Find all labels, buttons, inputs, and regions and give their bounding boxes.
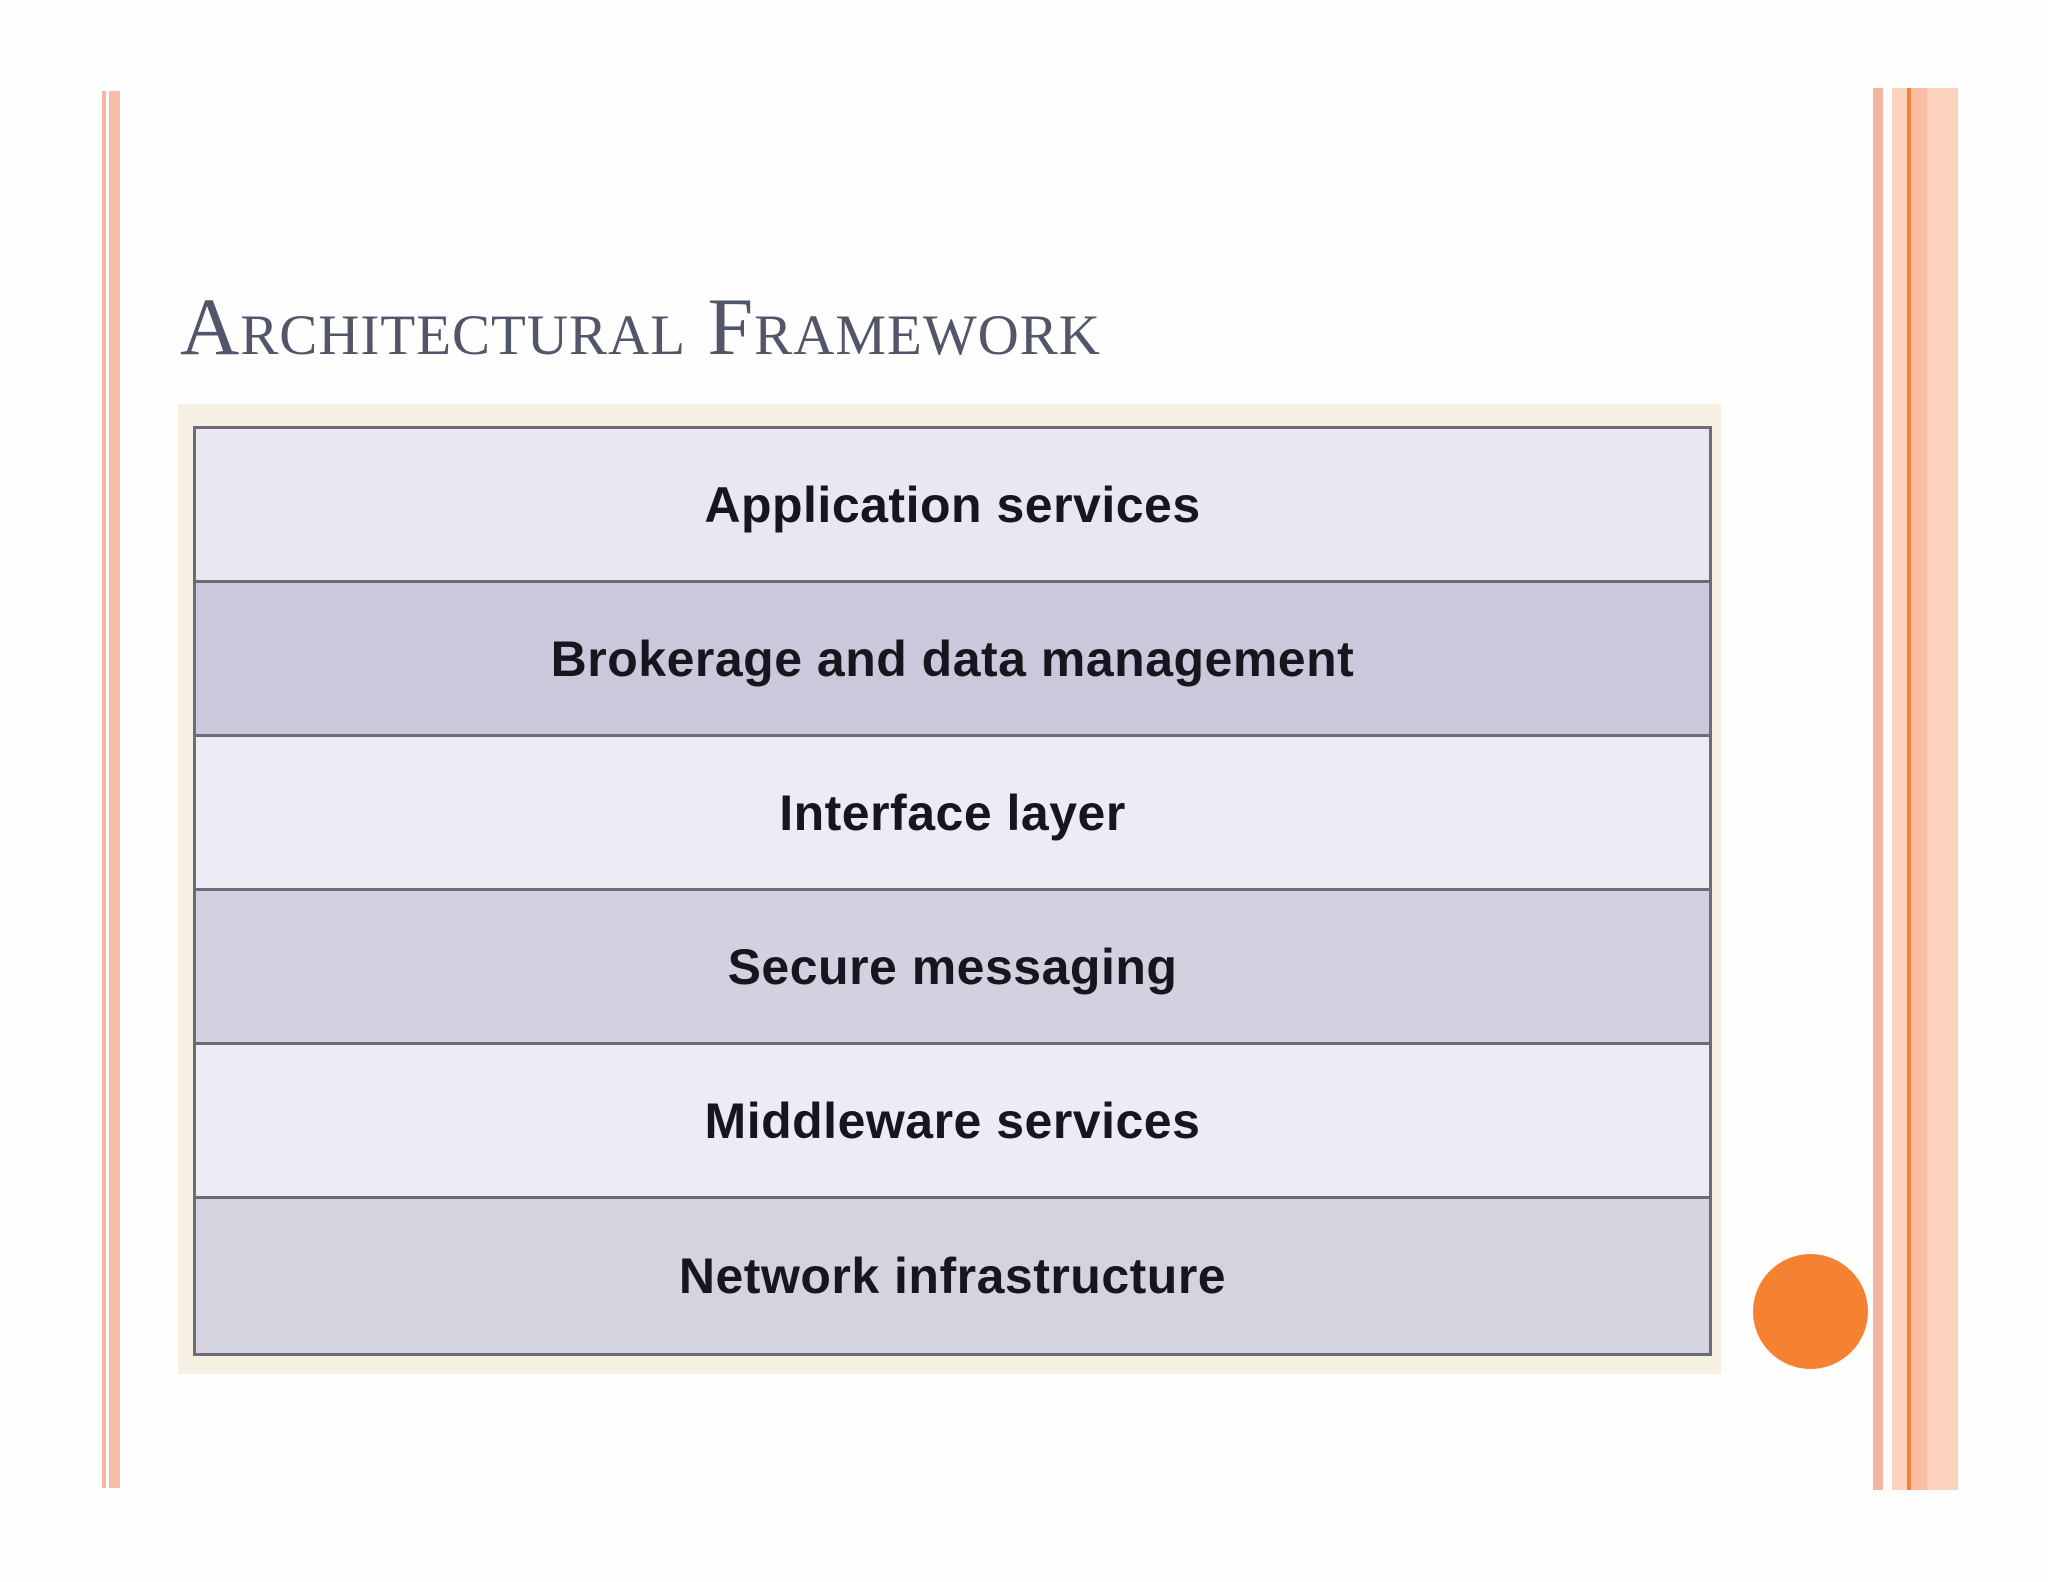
orange-circle-decoration <box>1753 1254 1868 1369</box>
right-accent-stripe-thin <box>1873 88 1883 1490</box>
right-accent-band-orange <box>1907 88 1911 1490</box>
left-accent-stripe-thin <box>102 91 106 1488</box>
right-accent-band-mid <box>1911 88 1927 1490</box>
left-accent-stripe-wide <box>109 91 120 1488</box>
layer-row: Brokerage and data management <box>196 583 1709 737</box>
layer-row: Interface layer <box>196 737 1709 891</box>
slide-title: Architectural Framework <box>180 281 1101 372</box>
right-accent-band-light <box>1892 88 1907 1490</box>
layer-row: Secure messaging <box>196 891 1709 1045</box>
layer-row: Middleware services <box>196 1045 1709 1199</box>
right-accent-band-light-2 <box>1927 88 1958 1490</box>
layer-row: Network infrastructure <box>196 1199 1709 1353</box>
layer-row: Application services <box>196 429 1709 583</box>
